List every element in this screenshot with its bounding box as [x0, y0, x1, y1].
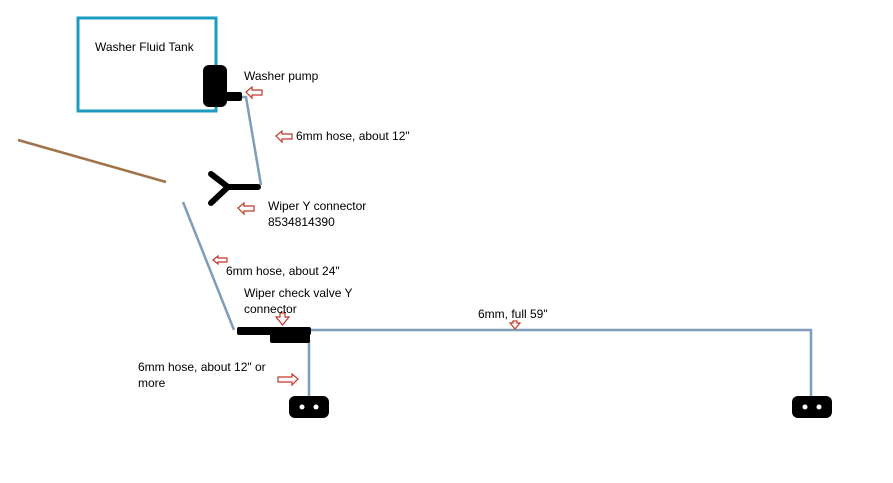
nozzle-icon: [289, 396, 329, 418]
hose-pump-to-y-label: 6mm hose, about 12": [296, 129, 410, 143]
hose-full-label: 6mm, full 59": [478, 307, 548, 321]
y-connector-label: Wiper Y connector: [268, 199, 366, 213]
outline-arrow-icon: [274, 312, 291, 326]
tank-box: [76, 16, 218, 113]
hose-full-to-right-nozzle: [309, 328, 813, 396]
outline-arrow-icon: [508, 320, 522, 330]
labels: Washer pump 6mm hose, about 12" Wiper Y …: [138, 69, 548, 390]
washer-fluid-tank: Washer Fluid Tank: [76, 16, 218, 113]
check-valve-icon: [237, 327, 311, 343]
hose-pump-to-y: [226, 95, 263, 186]
outline-arrow-icon: [237, 201, 255, 216]
wiper-rod: [17, 138, 167, 184]
y-connector-icon: [208, 171, 261, 206]
hose-valve-to-nozzle-label-line2: more: [138, 376, 166, 390]
hose-lines: [181, 95, 813, 396]
outline-arrow-icon: [245, 85, 263, 100]
check-valve-label: Wiper check valve Y: [244, 286, 353, 300]
nozzle-icon: [792, 396, 832, 418]
outline-arrow-icon: [277, 372, 299, 387]
outline-arrow-icon: [212, 254, 228, 266]
hose-valve-to-nozzle-label: 6mm hose, about 12" or: [138, 360, 266, 374]
pump-icon: [203, 65, 242, 107]
hose-y-to-valve: [181, 201, 236, 331]
pump-label: Washer pump: [244, 69, 319, 83]
hose-y-to-valve-label: 6mm hose, about 24": [226, 264, 340, 278]
outline-arrow-icon: [275, 129, 293, 144]
check-valve-label-line2: connector: [244, 302, 297, 316]
tank-label: Washer Fluid Tank: [95, 40, 195, 54]
y-connector-part-number: 8534814390: [268, 215, 335, 229]
